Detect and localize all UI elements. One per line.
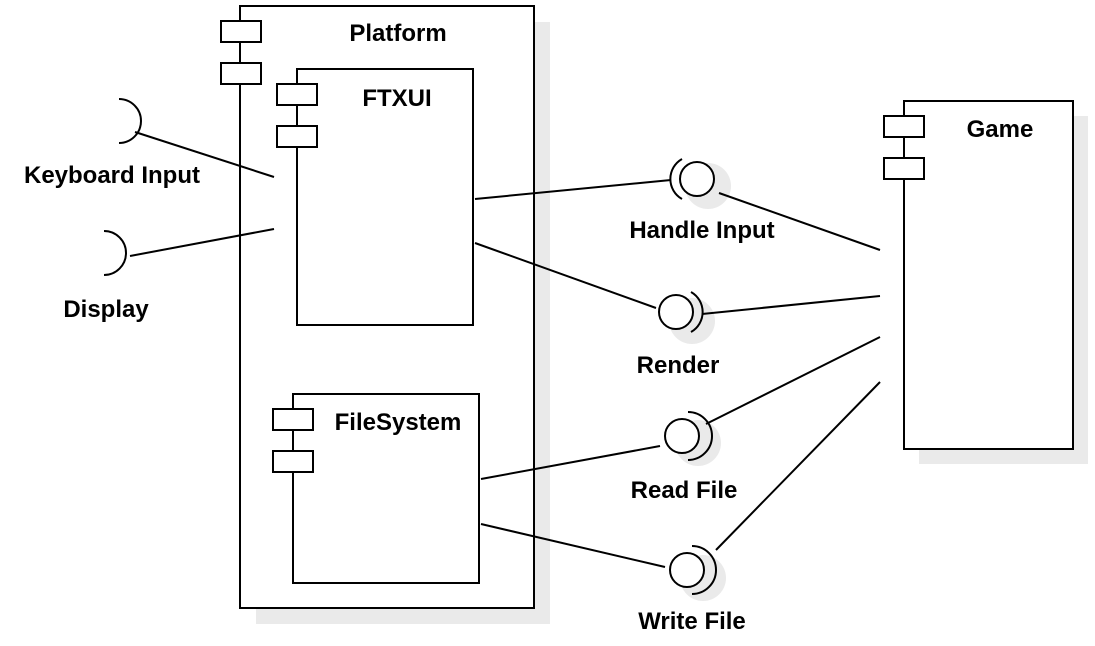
ftxui-render-connector bbox=[474, 242, 657, 309]
keyboard-input-connector bbox=[134, 131, 275, 178]
handle-input-socket bbox=[669, 158, 683, 200]
provided-interfaces bbox=[658, 158, 717, 595]
game-port-bottom bbox=[883, 157, 925, 180]
game-title: Game bbox=[967, 116, 1034, 143]
write-file-interface[interactable] bbox=[669, 545, 717, 595]
ftxui-component[interactable]: FTXUI bbox=[276, 68, 474, 326]
handle-input-game-connector bbox=[718, 192, 881, 251]
display-socket bbox=[103, 230, 127, 276]
read-file-interface[interactable] bbox=[664, 411, 713, 461]
write-file-ball bbox=[669, 552, 705, 588]
render-socket bbox=[690, 291, 704, 333]
platform-port-bottom bbox=[220, 62, 262, 85]
filesystem-port-top bbox=[272, 408, 314, 431]
filesystem-title: FileSystem bbox=[335, 409, 462, 436]
write-file-socket bbox=[691, 545, 717, 595]
filesystem-component[interactable]: FileSystem bbox=[272, 393, 480, 584]
read-file-label: Read File bbox=[631, 477, 738, 504]
connectors bbox=[129, 131, 881, 568]
game-component[interactable]: Game bbox=[883, 100, 1074, 450]
filesystem-box bbox=[292, 393, 480, 584]
handle-input-label: Handle Input bbox=[629, 217, 774, 244]
required-interfaces bbox=[103, 98, 142, 276]
keyboard-input-socket bbox=[118, 98, 142, 144]
render-interface[interactable] bbox=[658, 291, 704, 333]
ftxui-box bbox=[296, 68, 474, 326]
display-connector bbox=[129, 228, 275, 257]
read-file-socket bbox=[687, 411, 713, 461]
filesystem-port-bottom bbox=[272, 450, 314, 473]
game-port-top bbox=[883, 115, 925, 138]
ftxui-port-top bbox=[276, 83, 318, 106]
filesystem-write-file-connector bbox=[480, 523, 666, 568]
read-file-ball bbox=[664, 418, 700, 454]
render-game-connector bbox=[701, 295, 881, 315]
game-box bbox=[903, 100, 1074, 450]
platform-title: Platform bbox=[349, 20, 446, 47]
keyboard-input-label: Keyboard Input bbox=[24, 162, 200, 189]
write-file-game-connector bbox=[715, 381, 881, 551]
render-ball bbox=[658, 294, 694, 330]
display-label: Display bbox=[63, 296, 149, 323]
read-file-game-connector bbox=[705, 336, 881, 425]
ftxui-port-bottom bbox=[276, 125, 318, 148]
handle-input-ball bbox=[679, 161, 715, 197]
render-label: Render bbox=[637, 352, 720, 379]
ftxui-title: FTXUI bbox=[362, 85, 431, 112]
platform-port-top bbox=[220, 20, 262, 43]
interface-labels: Keyboard Input Display Handle Input Rend… bbox=[24, 162, 775, 635]
filesystem-read-file-connector bbox=[480, 445, 661, 480]
write-file-label: Write File bbox=[638, 608, 746, 635]
ftxui-handle-input-connector bbox=[474, 179, 672, 200]
handle-input-interface[interactable] bbox=[669, 158, 715, 200]
